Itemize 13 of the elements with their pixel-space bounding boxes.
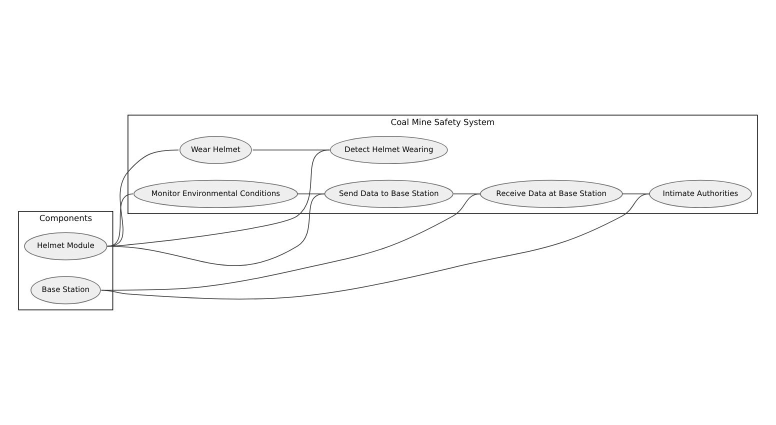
node-ellipse: Send Data to Base Station xyxy=(324,180,454,208)
node-ellipse: Intimate Authorities xyxy=(649,180,752,208)
connector xyxy=(107,194,134,247)
node-ellipse: Detect Helmet Wearing xyxy=(330,136,448,164)
connector xyxy=(107,194,326,266)
node-ellipse: Base Station xyxy=(30,276,101,304)
node-ellipse: Monitor Environmental Conditions xyxy=(133,180,298,208)
node-ellipse: Receive Data at Base Station xyxy=(480,180,623,208)
node-ellipse: Helmet Module xyxy=(24,232,108,260)
connector xyxy=(107,150,179,247)
node-ellipse: Wear Helmet xyxy=(180,136,252,164)
connector xyxy=(107,150,330,247)
connector xyxy=(100,194,650,300)
